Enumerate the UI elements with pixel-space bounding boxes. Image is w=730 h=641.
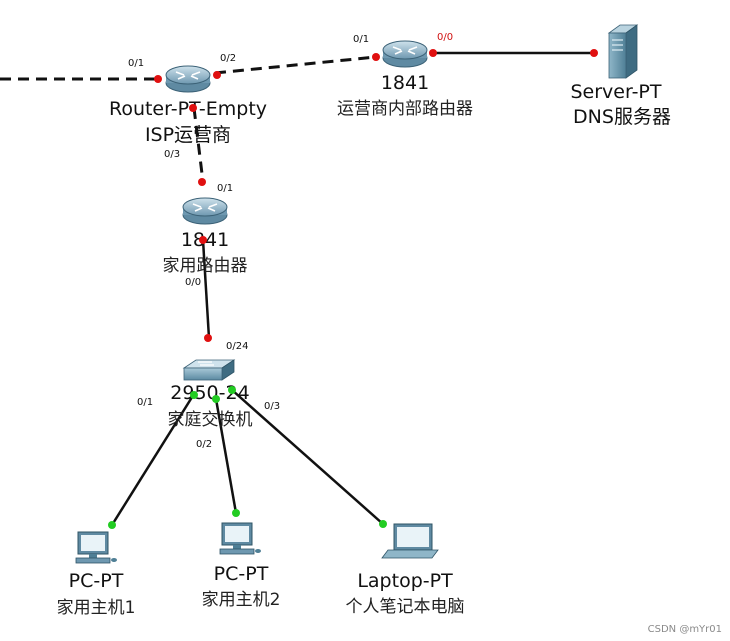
pc2-device[interactable]: PC-PT 家用主机2: [202, 522, 281, 610]
link-isp-inner[interactable]: [214, 55, 377, 75]
laptop-name: 个人笔记本电脑: [346, 597, 465, 617]
pc2-name: 家用主机2: [202, 590, 281, 610]
port-label: 0/24: [226, 341, 248, 352]
switch-icon: [182, 359, 236, 381]
link-switch-pc1[interactable]: [110, 393, 196, 526]
port-dot-green: [379, 520, 387, 528]
pc-icon: [75, 531, 117, 564]
pc1-device[interactable]: PC-PT 家用主机1: [57, 531, 136, 618]
port-label: 0/1: [353, 34, 369, 45]
port-status-indicators: [108, 49, 598, 529]
switch-name: 家庭交换机: [168, 410, 253, 430]
inner-router-device[interactable]: 1841 运营商内部路由器: [337, 40, 473, 119]
laptop-device[interactable]: Laptop-PT 个人笔记本电脑: [346, 523, 465, 617]
port-dot-red: [189, 104, 197, 112]
port-dot-red: [204, 334, 212, 342]
router-icon: [165, 65, 211, 93]
port-dot-red: [590, 49, 598, 57]
port-dot-red: [198, 178, 206, 186]
laptop-icon: [381, 523, 439, 559]
watermark: CSDN @mYr01: [648, 624, 722, 635]
port-dot-green: [232, 509, 240, 517]
server-name: DNS服务器: [573, 106, 671, 128]
port-labels: 0/1 0/2 0/3 0/1 0/0 0/1 0/0 0/24 0/1 0/2…: [128, 32, 453, 450]
router-icon: [382, 40, 428, 68]
port-dot-red: [154, 75, 162, 83]
switch-model: 2950-24: [170, 382, 249, 404]
isp-router-name: ISP运营商: [145, 124, 231, 146]
server-model: Server-PT: [570, 81, 661, 103]
laptop-model: Laptop-PT: [357, 570, 453, 592]
pc1-model: PC-PT: [69, 570, 124, 592]
inner-router-name: 运营商内部路由器: [337, 99, 473, 119]
router-icon: [182, 197, 228, 225]
port-dot-red: [213, 71, 221, 79]
port-label: 0/1: [217, 183, 233, 194]
port-dot-red: [372, 53, 380, 61]
port-dot-red: [199, 236, 207, 244]
port-label: 0/1: [137, 397, 153, 408]
isp-router-model: Router-PT-Empty: [109, 98, 267, 120]
pc-icon: [219, 522, 261, 555]
port-dot-red: [429, 49, 437, 57]
port-label: 0/3: [164, 149, 180, 160]
home-router-name: 家用路由器: [163, 256, 248, 276]
link-home-switch[interactable]: [201, 239, 211, 339]
port-dot-green: [212, 395, 220, 403]
port-label: 0/2: [196, 439, 212, 450]
link-switch-pc2[interactable]: [214, 398, 238, 514]
pc1-name: 家用主机1: [57, 598, 136, 618]
port-label: 0/2: [220, 53, 236, 64]
port-label: 0/3: [264, 401, 280, 412]
port-dot-green: [228, 386, 236, 394]
link-isp-home[interactable]: [192, 107, 205, 183]
pc2-model: PC-PT: [214, 563, 269, 585]
port-label: 0/0: [437, 32, 453, 43]
server-device[interactable]: Server-PT DNS服务器: [570, 24, 671, 128]
port-label: 0/1: [128, 58, 144, 69]
inner-router-model: 1841: [381, 72, 429, 94]
port-dot-green: [190, 391, 198, 399]
port-label: 0/0: [185, 277, 201, 288]
isp-router-device[interactable]: Router-PT-Empty ISP运营商: [109, 65, 267, 146]
switch-device[interactable]: 2950-24 家庭交换机: [168, 359, 253, 430]
link-switch-laptop[interactable]: [231, 389, 384, 525]
port-dot-green: [108, 521, 116, 529]
server-icon: [607, 24, 639, 79]
